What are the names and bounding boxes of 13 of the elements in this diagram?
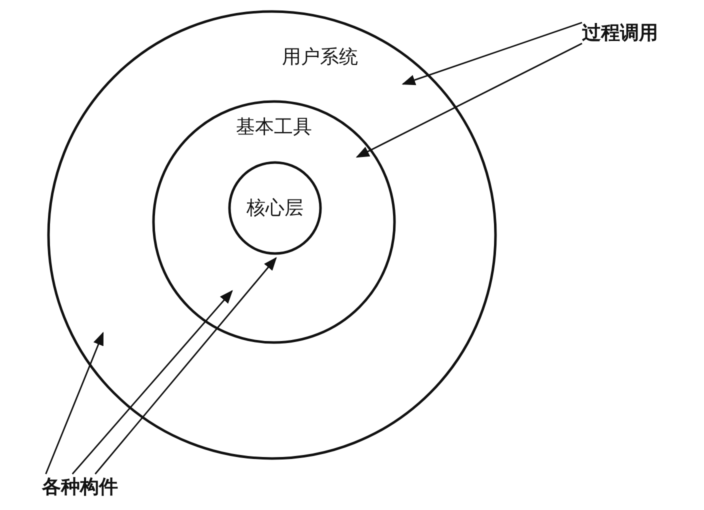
arrow [402, 22, 582, 86]
layer-label: 基本工具 [236, 115, 312, 140]
arrow [94, 256, 277, 474]
layer-label: 用户系统 [282, 45, 358, 70]
arrow [45, 332, 104, 474]
source-label: 过程调用 [582, 20, 658, 46]
arrow [72, 290, 233, 474]
ring-circle [47, 10, 497, 460]
layer-label: 核心层 [246, 196, 304, 221]
ring-circle [152, 100, 396, 344]
arrow [356, 42, 582, 158]
source-label: 各种构件 [42, 474, 118, 500]
ring-circle [228, 161, 322, 255]
